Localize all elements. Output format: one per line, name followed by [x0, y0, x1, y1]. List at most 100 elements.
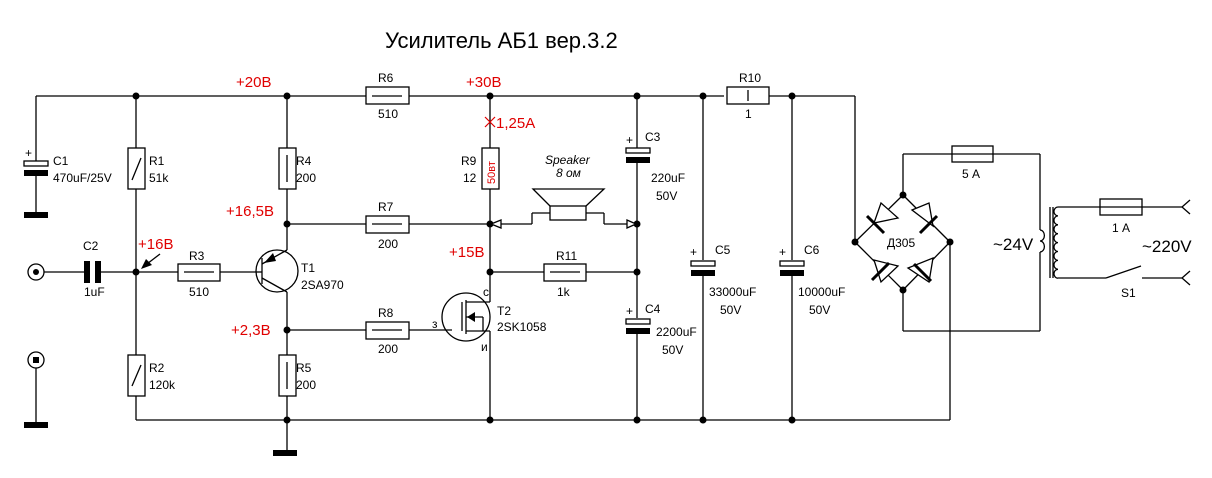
svg-text:R7: R7 [378, 200, 394, 214]
svg-text:33000uF: 33000uF [709, 285, 756, 299]
mains-terminal [1181, 199, 1191, 215]
svg-text:R9: R9 [461, 154, 477, 168]
voltage-label-16-5v: +16,5В [226, 203, 274, 220]
svg-text:50V: 50V [720, 303, 741, 317]
svg-text:S1: S1 [1121, 286, 1136, 300]
svg-text:12: 12 [463, 171, 477, 185]
arrow-icon [141, 253, 161, 269]
switch-s1[interactable]: S1 [1105, 265, 1142, 300]
svg-text:C2: C2 [83, 239, 99, 253]
svg-text:+: + [25, 146, 32, 160]
junction-dots [132, 92, 954, 424]
svg-text:R6: R6 [378, 71, 394, 85]
svg-text:1,25А: 1,25А [496, 115, 535, 132]
svg-text:200: 200 [378, 342, 398, 356]
voltage-label-30v: +30В [466, 74, 501, 91]
mains-voltage-label: ~220V [1142, 237, 1192, 256]
current-annotation: 1,25А [484, 115, 535, 132]
resistor-r4: R4 200 [278, 147, 316, 190]
resistor-r3: R3 510 [177, 249, 221, 299]
svg-text:51k: 51k [149, 171, 169, 185]
transistor-t1: T1 2SA970 [255, 249, 344, 293]
capacitor-c2: C2 1uF [83, 239, 105, 299]
svg-text:Speaker: Speaker [545, 153, 591, 167]
secondary-voltage-label: ~24V [993, 235, 1034, 254]
svg-text:120k: 120k [149, 378, 176, 392]
voltage-label-16v: +16В [138, 236, 173, 253]
svg-text:C1: C1 [53, 154, 69, 168]
svg-text:C6: C6 [804, 243, 820, 257]
ground-symbol [24, 212, 48, 218]
speaker: Speaker 8 ом [489, 153, 638, 230]
svg-text:510: 510 [378, 107, 398, 121]
capacitor-c1: + C1 470uF/25V [23, 146, 112, 185]
capacitor-c5: + C5 33000uF 50V [690, 243, 756, 317]
svg-text:+: + [626, 133, 633, 147]
transformer [1039, 206, 1059, 279]
svg-text:R5: R5 [296, 361, 312, 375]
svg-text:1 А: 1 А [1112, 221, 1130, 235]
svg-text:C3: C3 [645, 130, 661, 144]
svg-text:470uF/25V: 470uF/25V [53, 171, 112, 185]
resistor-r2: R2 120k [127, 354, 176, 397]
ground-symbol [273, 450, 297, 456]
svg-text:50V: 50V [662, 343, 683, 357]
svg-text:200: 200 [296, 378, 316, 392]
ground-symbol [24, 422, 48, 428]
svg-text:R1: R1 [149, 154, 165, 168]
svg-text:1: 1 [745, 107, 752, 121]
svg-text:1k: 1k [557, 285, 571, 299]
svg-text:2SK1058: 2SK1058 [497, 320, 547, 334]
svg-text:T2: T2 [497, 304, 511, 318]
svg-text:R8: R8 [378, 306, 394, 320]
resistor-r6: R6 510 [365, 71, 410, 121]
svg-text:2SA970: 2SA970 [301, 278, 344, 292]
svg-text:50вт: 50вт [486, 161, 498, 184]
svg-text:+: + [690, 245, 697, 259]
capacitor-c4: + C4 2200uF 50V [625, 302, 697, 357]
resistor-r9: 50вт R9 12 [461, 147, 500, 190]
svg-text:C5: C5 [715, 243, 731, 257]
svg-text:220uF: 220uF [651, 171, 685, 185]
svg-text:и: и [481, 340, 488, 354]
resistor-r1: R1 51k [127, 147, 169, 190]
svg-text:с: с [483, 285, 489, 299]
fuse-1a: 1 А [1099, 198, 1143, 235]
svg-text:+: + [626, 304, 633, 318]
svg-text:R2: R2 [149, 361, 165, 375]
input-jack-signal [27, 263, 45, 281]
schematic-title: Усилитель АБ1 вер.3.2 [385, 28, 618, 53]
voltage-label-15v: +15В [449, 244, 484, 261]
svg-text:200: 200 [378, 237, 398, 251]
svg-text:+: + [779, 245, 786, 259]
svg-text:8 ом: 8 ом [556, 166, 581, 180]
capacitor-c6: + C6 10000uF 50V [779, 243, 845, 317]
svg-text:1uF: 1uF [84, 285, 105, 299]
svg-text:Д305: Д305 [887, 236, 915, 250]
resistor-r7: R7 200 [365, 200, 410, 251]
svg-text:5 А: 5 А [962, 167, 980, 181]
svg-text:R3: R3 [189, 249, 205, 263]
resistor-r8: R8 200 [365, 306, 410, 356]
svg-text:R11: R11 [556, 249, 577, 263]
svg-text:C4: C4 [645, 302, 661, 316]
svg-text:з: з [432, 317, 438, 331]
mains-terminal [1181, 270, 1191, 286]
input-jack-ground [27, 351, 45, 369]
svg-text:R10: R10 [739, 71, 761, 85]
resistor-r11: R11 1k [543, 249, 587, 299]
resistor-r10: R10 1 [726, 71, 770, 121]
transistor-t2: с з и T2 2SK1058 [432, 285, 547, 354]
svg-text:50V: 50V [656, 189, 677, 203]
svg-text:10000uF: 10000uF [798, 285, 845, 299]
svg-text:T1: T1 [301, 261, 315, 275]
svg-text:2200uF: 2200uF [656, 325, 697, 339]
voltage-label-2-3v: +2,3В [231, 322, 271, 339]
resistor-r5: R5 200 [278, 354, 316, 397]
svg-text:50V: 50V [809, 303, 830, 317]
fuse-5a: 5 А [951, 145, 994, 181]
svg-text:R4: R4 [296, 154, 312, 168]
capacitor-c3: + C3 220uF 50V [625, 130, 685, 203]
voltage-label-20v: +20В [236, 74, 271, 91]
